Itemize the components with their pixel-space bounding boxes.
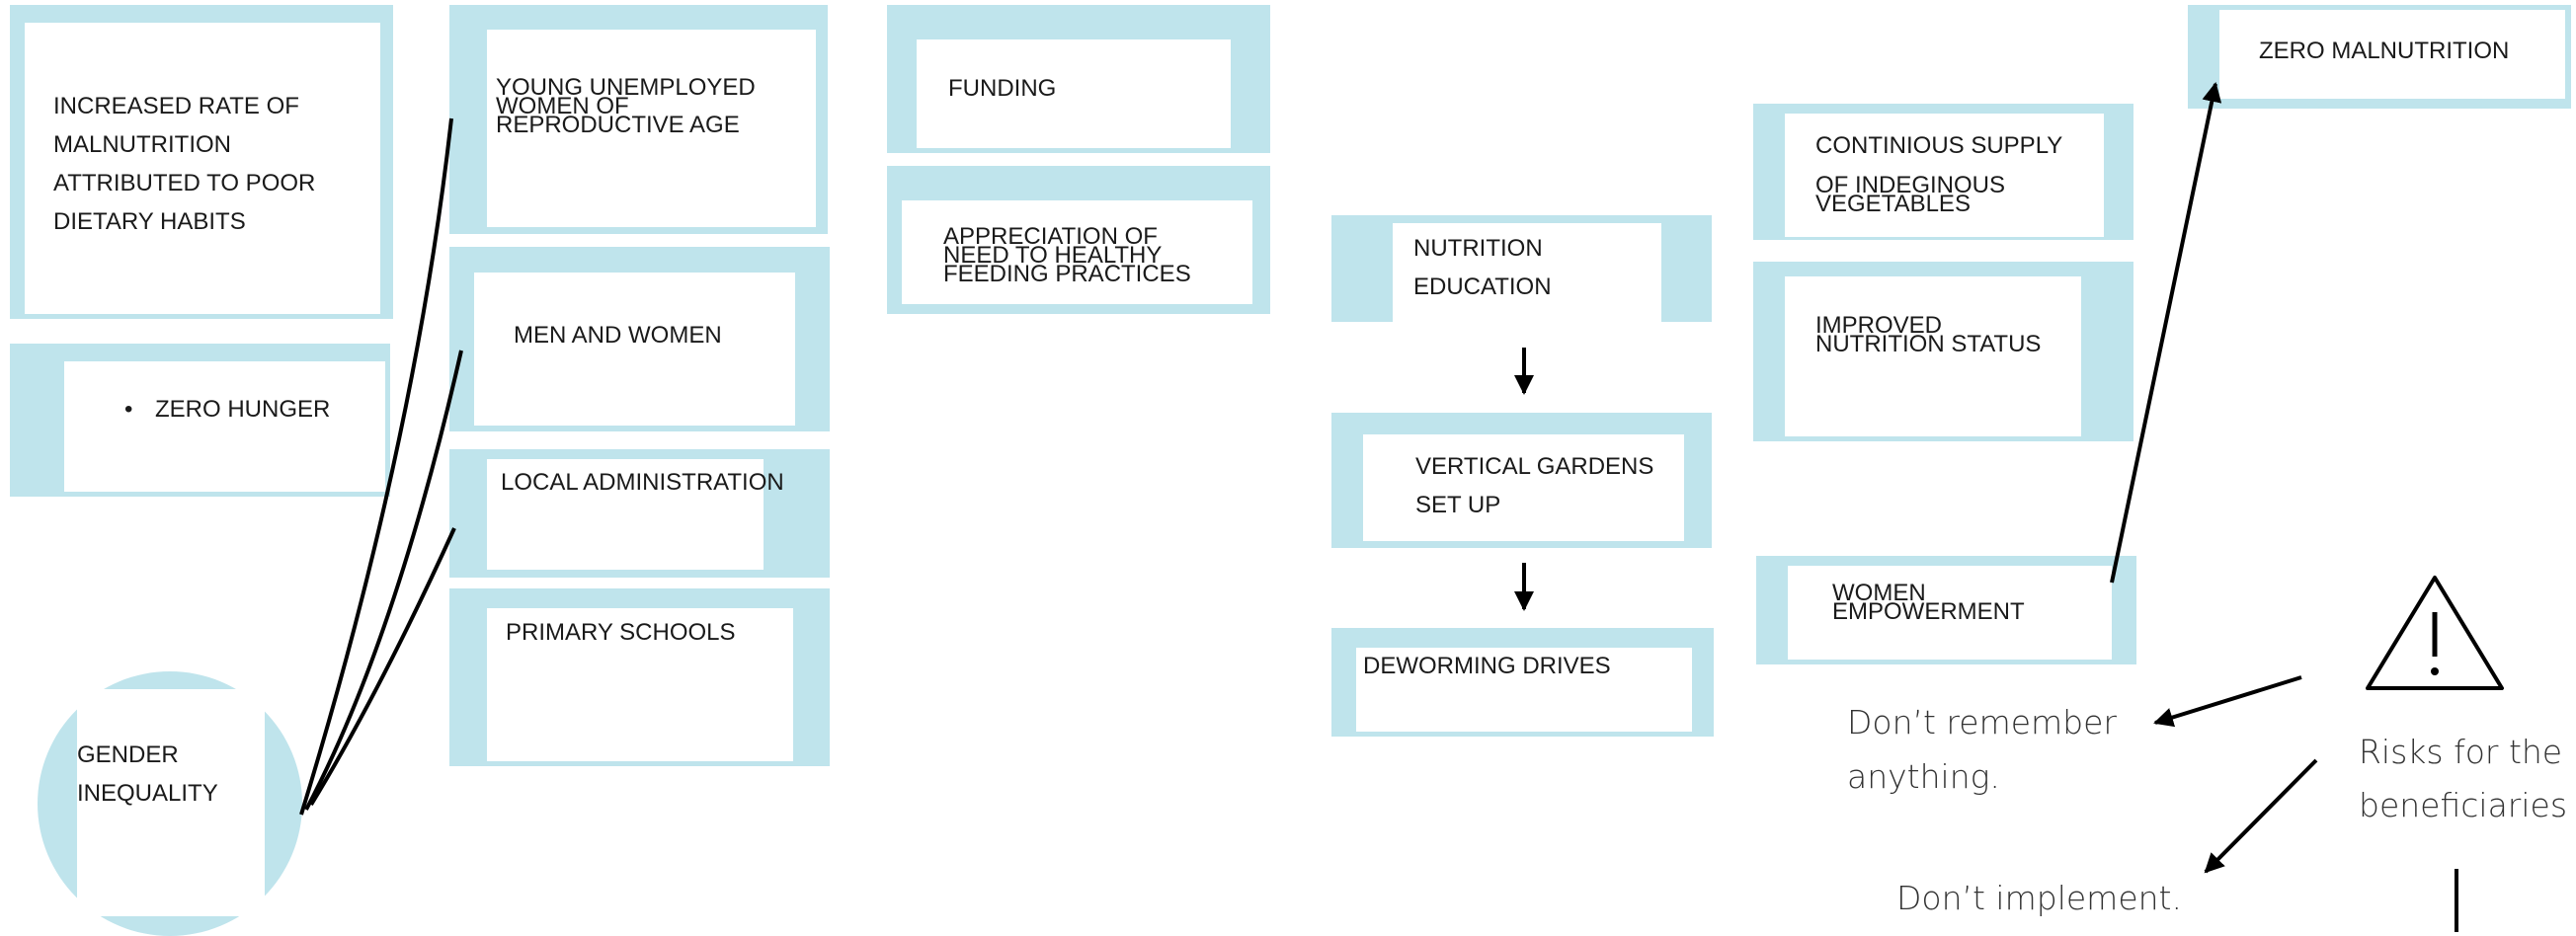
risk-1-line-1: Don’t remember bbox=[1847, 703, 2117, 741]
input-appreciation-line-1: APPRECIATION OF bbox=[943, 223, 1158, 250]
activity-deworming: DEWORMING DRIVES bbox=[1363, 653, 1611, 679]
problem-line-4: DIETARY HABITS bbox=[53, 208, 246, 235]
problem-card: INCREASED RATE OF MALNUTRITION ATTRIBUTE… bbox=[10, 5, 393, 319]
connector-young-women-to-cause bbox=[299, 117, 453, 816]
goal-label: ZERO HUNGER bbox=[155, 396, 331, 423]
warning-triangle-icon bbox=[2366, 576, 2504, 690]
cause-line-2: INEQUALITY bbox=[77, 780, 218, 807]
stakeholder-young-women-line-1: YOUNG UNEMPLOYED bbox=[496, 74, 756, 101]
outcome-vegetables-line-3: VEGETABLES bbox=[1815, 191, 1971, 217]
risk-1-line-2: anything. bbox=[1847, 757, 2000, 796]
arrow-risks-to-remember bbox=[2153, 675, 2302, 728]
impact-label: ZERO MALNUTRITION bbox=[2259, 38, 2510, 64]
stakeholder-men-women: MEN AND WOMEN bbox=[514, 322, 722, 349]
connector-local-admin-to-cause bbox=[309, 527, 456, 807]
problem-line-1: INCREASED RATE OF bbox=[53, 93, 299, 119]
risk-2: Don’t implement. bbox=[1896, 879, 2182, 917]
impact-card: ZERO MALNUTRITION bbox=[2188, 5, 2571, 109]
input-card-funding: FUNDING bbox=[887, 5, 1270, 153]
problem-line-3: ATTRIBUTED TO POOR bbox=[53, 170, 316, 196]
risks-title-line-1: Risks for the bbox=[2359, 733, 2563, 771]
outcome-card-vegetables: CONTINIOUS SUPPLY OF INDEGINOUS VEGETABL… bbox=[1753, 104, 2133, 240]
arrow-risks-to-implement bbox=[2204, 758, 2318, 874]
activity-card-nutrition-education: NUTRITION EDUCATION bbox=[1331, 215, 1712, 322]
outcome-women-empowerment-line-1: WOMEN bbox=[1832, 580, 1926, 606]
outcome-vegetables-line-1: CONTINIOUS SUPPLY bbox=[1815, 132, 2063, 159]
outcome-card-nutrition-status: IMPROVED NUTRITION STATUS bbox=[1753, 262, 2133, 441]
goal-bullet: • bbox=[124, 396, 133, 423]
outcome-women-empowerment-line-2: EMPOWERMENT bbox=[1832, 598, 2025, 625]
input-funding: FUNDING bbox=[948, 75, 1057, 102]
activity-nutrition-education-line-1: NUTRITION bbox=[1413, 235, 1543, 262]
arrow-empowerment-to-impact bbox=[2110, 82, 2222, 584]
input-appreciation-line-3: FEEDING PRACTICES bbox=[943, 261, 1191, 287]
activity-vertical-gardens-line-1: VERTICAL GARDENS bbox=[1415, 453, 1654, 480]
goal-card: • ZERO HUNGER bbox=[10, 344, 390, 497]
stakeholder-primary-schools: PRIMARY SCHOOLS bbox=[506, 619, 736, 646]
cause-line-1: GENDER bbox=[77, 741, 179, 768]
stakeholder-card-primary-schools: PRIMARY SCHOOLS bbox=[449, 588, 830, 766]
stakeholder-local-admin: LOCAL ADMINISTRATION bbox=[501, 469, 784, 496]
risks-title-line-2: beneficiaries bbox=[2359, 786, 2568, 824]
problem-line-2: MALNUTRITION bbox=[53, 131, 231, 158]
activity-card-deworming: DEWORMING DRIVES bbox=[1331, 628, 1714, 737]
activity-nutrition-education-line-2: EDUCATION bbox=[1413, 273, 1552, 300]
activity-card-vertical-gardens: VERTICAL GARDENS SET UP bbox=[1331, 413, 1712, 548]
stakeholder-card-young-women: YOUNG UNEMPLOYED WOMEN OF REPRODUCTIVE A… bbox=[449, 5, 828, 234]
activity-vertical-gardens-line-2: SET UP bbox=[1415, 492, 1501, 518]
stakeholder-young-women-line-2: WOMEN OF bbox=[496, 93, 629, 119]
stakeholder-card-local-admin: LOCAL ADMINISTRATION bbox=[449, 449, 830, 578]
outcome-nutrition-status-line-2: NUTRITION STATUS bbox=[1815, 331, 2042, 357]
stakeholder-young-women-line-3: REPRODUCTIVE AGE bbox=[496, 112, 740, 138]
input-card-appreciation: APPRECIATION OF NEED TO HEALTHY FEEDING … bbox=[887, 166, 1270, 314]
cause-circle: GENDER INEQUALITY bbox=[38, 671, 302, 936]
connector-men-women-to-cause bbox=[304, 350, 463, 811]
input-appreciation-line-2: NEED TO HEALTHY bbox=[943, 242, 1163, 269]
outcome-vegetables-line-2: OF INDEGINOUS bbox=[1815, 172, 2006, 198]
outcome-nutrition-status-line-1: IMPROVED bbox=[1815, 312, 1943, 339]
outcome-card-women-empowerment: WOMEN EMPOWERMENT bbox=[1756, 556, 2136, 664]
stakeholder-card-men-women: MEN AND WOMEN bbox=[449, 247, 830, 431]
